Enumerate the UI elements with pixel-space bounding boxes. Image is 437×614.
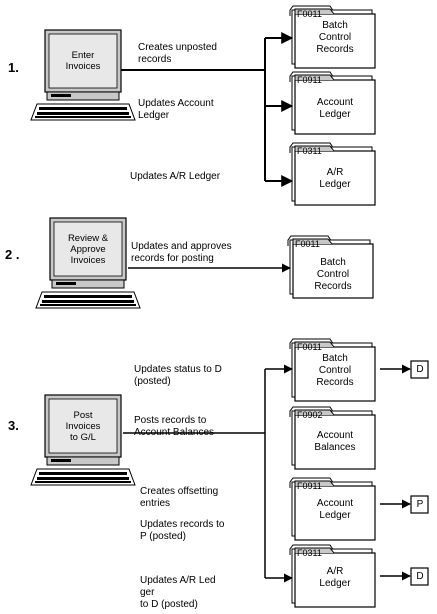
file-title: Account Ledger: [316, 498, 354, 521]
annotation: Creates offsetting entries: [140, 486, 219, 509]
status-letter: D: [416, 364, 424, 375]
file-title: Batch Control Records: [316, 20, 354, 55]
file-title: A/R Ledger: [319, 566, 351, 589]
annotation: Updates Account Ledger: [138, 98, 214, 121]
file-code: F0902: [297, 410, 323, 420]
file-code: F0011: [297, 9, 322, 19]
file-code: F0911: [297, 481, 322, 491]
file-code: F0311: [297, 548, 322, 558]
status-box: [410, 360, 429, 379]
file-code: F0011: [295, 239, 320, 249]
annotation: Updates A/R Ledger: [130, 171, 221, 182]
file-code: F0311: [297, 146, 322, 156]
file-code: F0911: [297, 75, 322, 85]
annotation: Creates unposted records: [138, 42, 217, 65]
step-number: 2 .: [5, 247, 20, 262]
annotation: Posts records to Account Balances: [134, 415, 215, 438]
step-number: 1.: [8, 60, 19, 75]
file-code: F0011: [297, 342, 322, 352]
file-title: Batch Control Records: [316, 353, 354, 388]
annotation: Updates A/R Led ger to D (posted): [140, 575, 216, 610]
file-title: Account Balances: [314, 430, 356, 453]
computer-screen-label: Enter Invoices: [65, 50, 101, 72]
status-box: [410, 495, 429, 514]
step3-connectors: [123, 364, 411, 583]
file-title: Batch Control Records: [314, 257, 352, 292]
step-number: 3.: [8, 418, 19, 433]
annotation: Updates status to D (posted): [134, 364, 222, 387]
file-title: Account Ledger: [316, 97, 354, 120]
computer-screen-label: Review & Approve Invoices: [67, 232, 109, 266]
annotation: Updates records to P (posted): [140, 519, 225, 542]
step1-connectors: [121, 32, 294, 187]
computer-screen-label: Post Invoices to G/L: [65, 409, 101, 443]
file-title: A/R Ledger: [319, 167, 351, 190]
annotation: Updates and approves records for posting: [131, 241, 232, 264]
status-box: [410, 567, 429, 586]
status-letter: D: [416, 571, 424, 582]
status-letter: P: [416, 499, 424, 510]
